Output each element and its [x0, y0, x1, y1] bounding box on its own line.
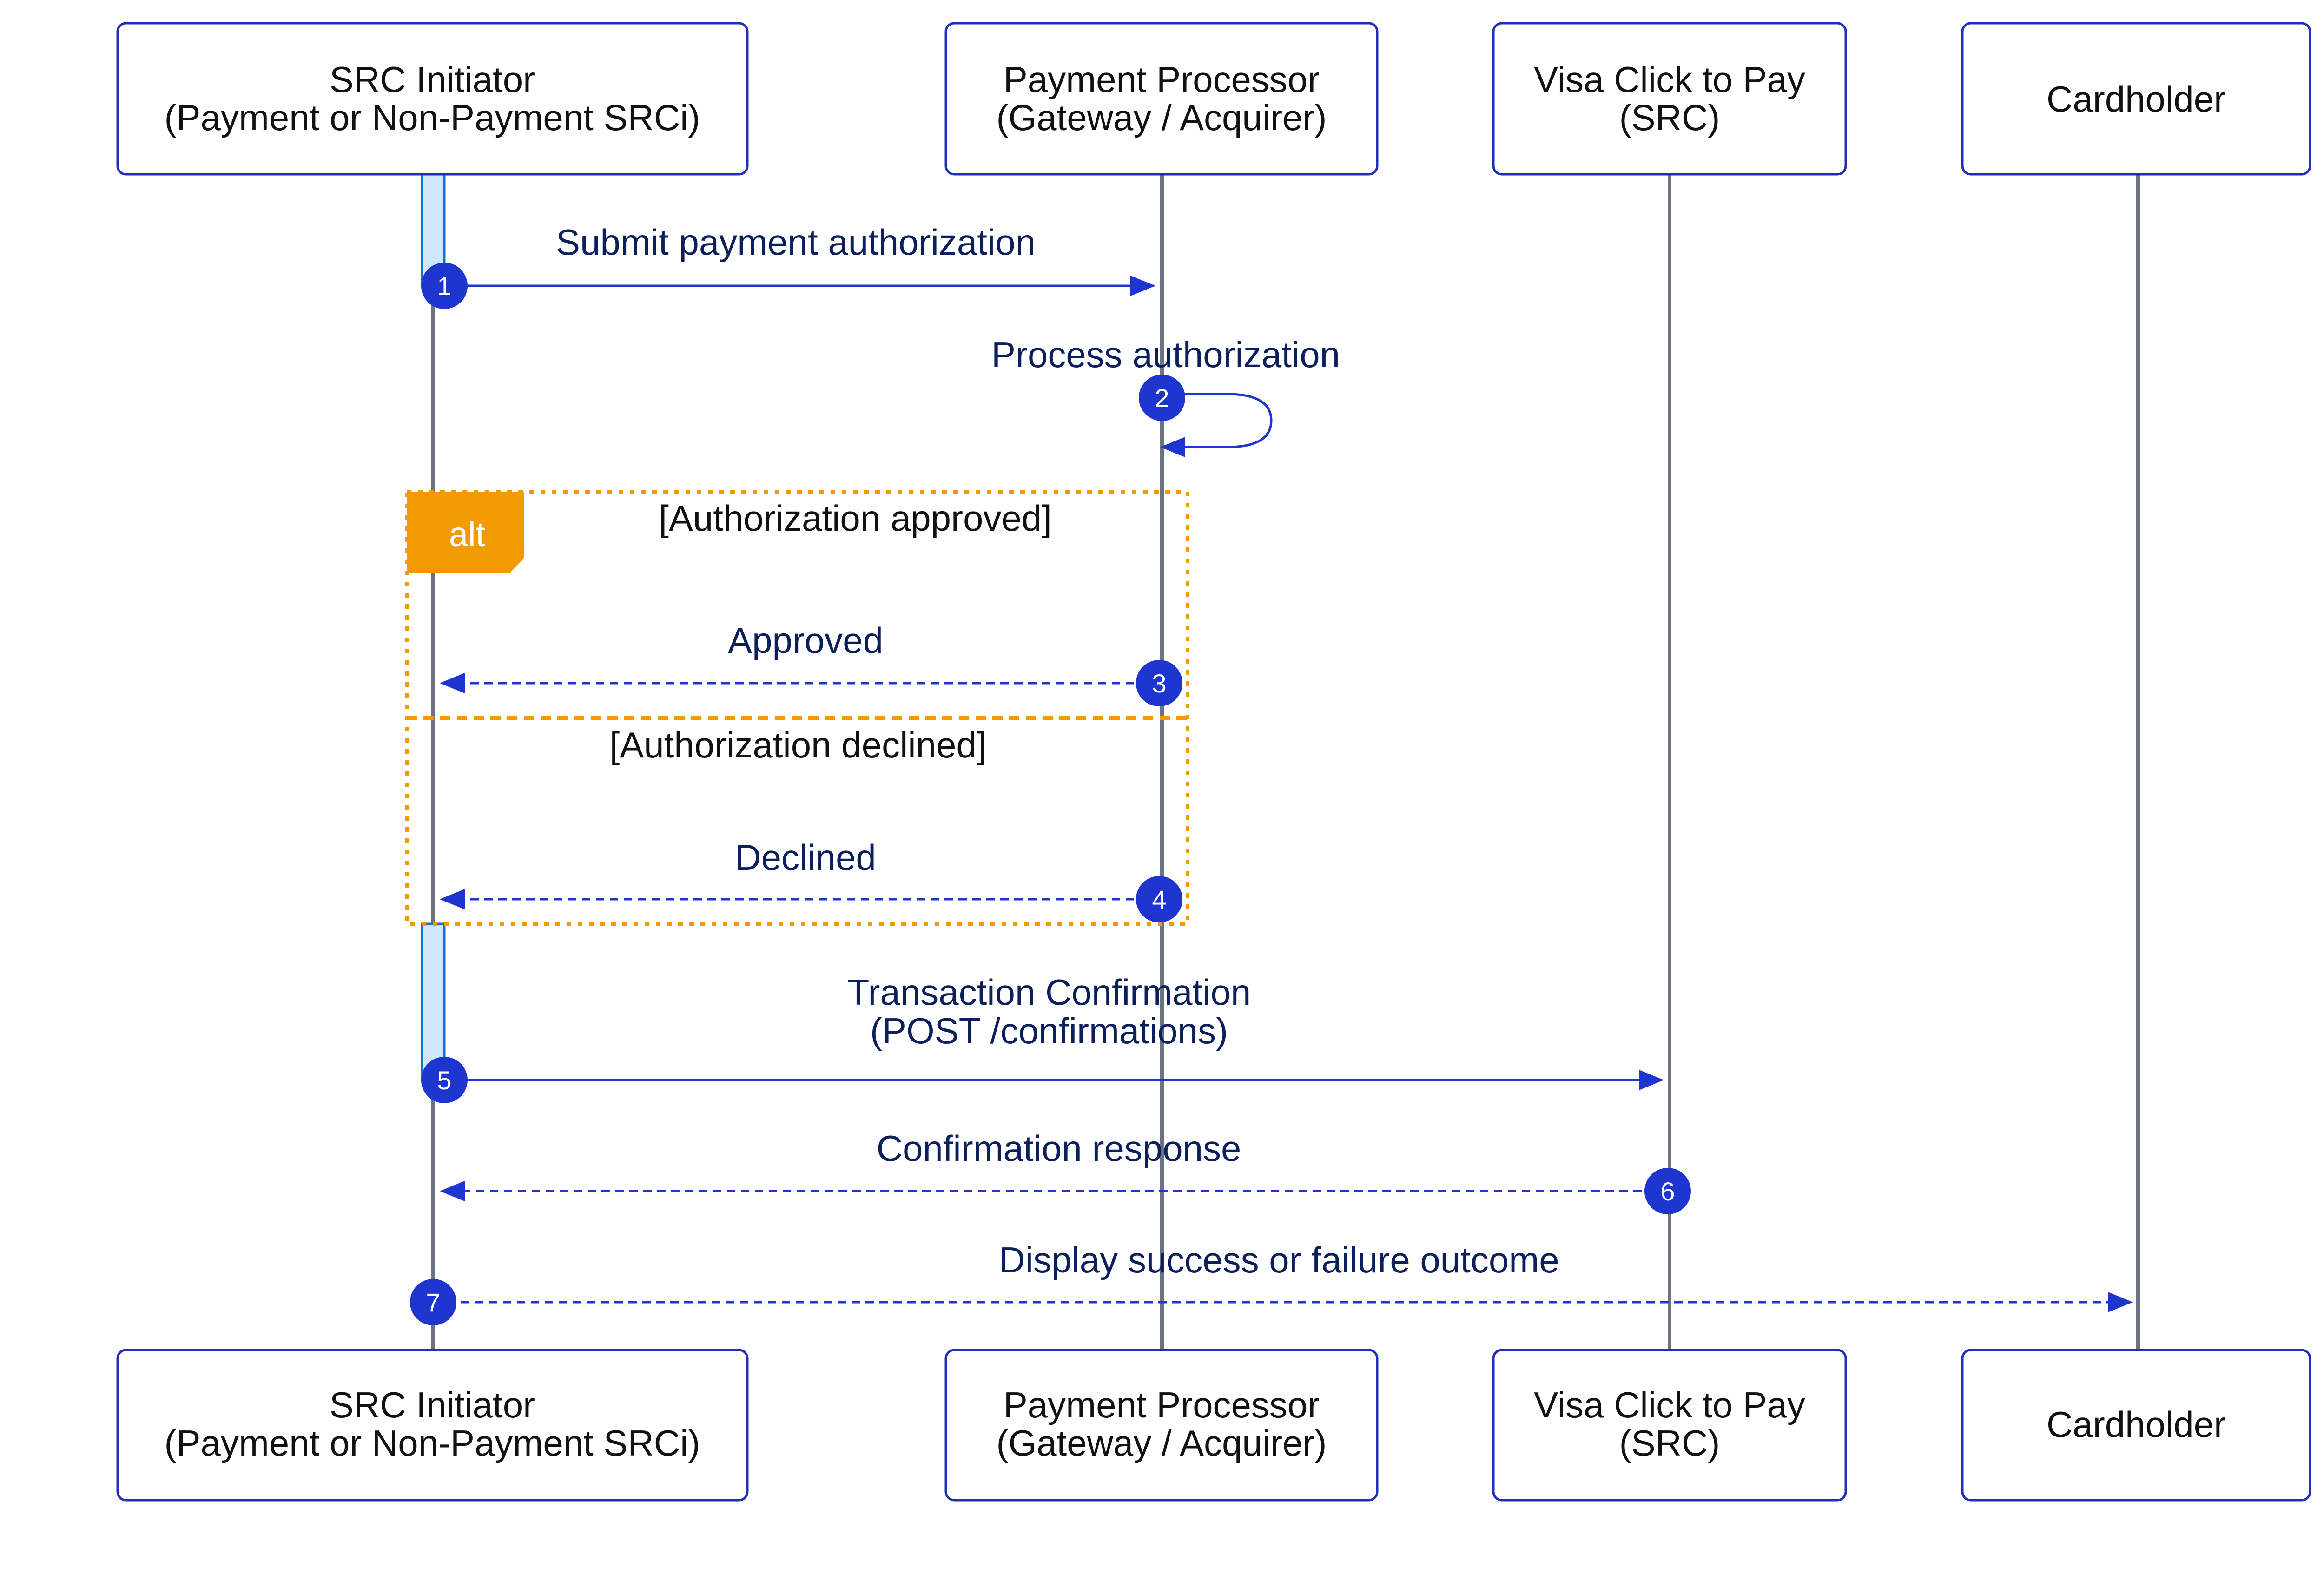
participant-box [116, 1349, 749, 1502]
message-1: Submit payment authorization 1 [421, 222, 1155, 309]
participant-visa-top: Visa Click to Pay (SRC) [1492, 22, 1847, 176]
participant-name: SRC Initiator [330, 59, 535, 100]
message-6: Confirmation response 6 [440, 1128, 1691, 1214]
participant-src-top: SRC Initiator (Payment or Non-Payment SR… [116, 22, 749, 176]
step-badge [1139, 375, 1185, 421]
participant-box [944, 22, 1379, 176]
participant-box [1961, 1349, 2311, 1502]
participant-visa-bottom: Visa Click to Pay (SRC) [1492, 1349, 1847, 1502]
participant-name: Payment Processor [1004, 1384, 1320, 1425]
participant-name: Cardholder [2047, 79, 2226, 119]
step-number: 2 [1155, 383, 1169, 413]
message-label: Declined [735, 837, 876, 878]
message-label: Process authorization [991, 334, 1340, 375]
participant-name: Cardholder [2047, 1404, 2226, 1445]
participants-bottom: SRC Initiator (Payment or Non-Payment SR… [116, 1349, 2311, 1502]
participant-src-bottom: SRC Initiator (Payment or Non-Payment SR… [116, 1349, 749, 1502]
participant-box [1492, 22, 1847, 176]
participant-box [1961, 22, 2311, 176]
message-5: Transaction Confirmation (POST /confirma… [421, 972, 1664, 1103]
participant-subtitle: (Gateway / Acquirer) [997, 97, 1327, 138]
message-label-line2: (POST /confirmations) [870, 1010, 1228, 1051]
step-number: 4 [1152, 885, 1166, 914]
message-label: Submit payment authorization [556, 222, 1036, 263]
message-label: Transaction Confirmation [847, 972, 1251, 1013]
fragment-guard-approved: [Authorization approved] [659, 498, 1052, 539]
lifelines [431, 174, 2140, 1350]
participant-pp-top: Payment Processor (Gateway / Acquirer) [944, 22, 1379, 176]
participant-ch-top: Cardholder [1961, 22, 2311, 176]
participant-subtitle: (SRC) [1619, 97, 1720, 138]
participant-box [944, 1349, 1379, 1502]
step-number: 1 [437, 271, 451, 301]
message-label: Confirmation response [877, 1128, 1241, 1169]
activation-bar [421, 922, 446, 1081]
fragment-tag-box [407, 492, 524, 573]
step-badge [410, 1279, 456, 1325]
fragment-frame [405, 490, 1189, 926]
step-badge [1136, 660, 1182, 706]
step-number: 7 [426, 1288, 440, 1317]
participant-subtitle: (Payment or Non-Payment SRCi) [164, 97, 700, 138]
participant-name: Visa Click to Pay [1534, 59, 1805, 100]
participant-subtitle: (SRC) [1619, 1423, 1720, 1463]
step-badge [1644, 1168, 1691, 1214]
step-number: 6 [1660, 1177, 1675, 1206]
message-2: Process authorization 2 [991, 334, 1340, 457]
step-number: 5 [437, 1066, 451, 1095]
step-badge [1136, 876, 1182, 922]
message-4: Declined 4 [440, 837, 1182, 922]
step-badge [421, 263, 468, 309]
message-7: Display success or failure outcome 7 [410, 1239, 2133, 1325]
participant-name: Visa Click to Pay [1534, 1384, 1805, 1425]
step-number: 3 [1152, 669, 1166, 698]
participant-box [116, 22, 749, 176]
participant-name: SRC Initiator [330, 1384, 535, 1425]
message-3: Approved 3 [440, 620, 1182, 706]
step-badge [421, 1057, 468, 1103]
message-label: Approved [728, 620, 883, 661]
participant-name: Payment Processor [1004, 59, 1320, 100]
fragment-tag: alt [449, 515, 486, 553]
message-arrow [1160, 393, 1273, 457]
message-label: Display success or failure outcome [999, 1239, 1559, 1280]
participants-top: SRC Initiator (Payment or Non-Payment SR… [116, 22, 2311, 176]
alt-fragment: alt [Authorization approved] [Authorizat… [405, 490, 1189, 926]
participant-subtitle: (Payment or Non-Payment SRCi) [164, 1423, 700, 1463]
fragment-guard-declined: [Authorization declined] [610, 725, 987, 765]
participant-ch-bottom: Cardholder [1961, 1349, 2311, 1502]
participant-pp-bottom: Payment Processor (Gateway / Acquirer) [944, 1349, 1379, 1502]
participant-subtitle: (Gateway / Acquirer) [997, 1423, 1327, 1463]
participant-box [1492, 1349, 1847, 1502]
